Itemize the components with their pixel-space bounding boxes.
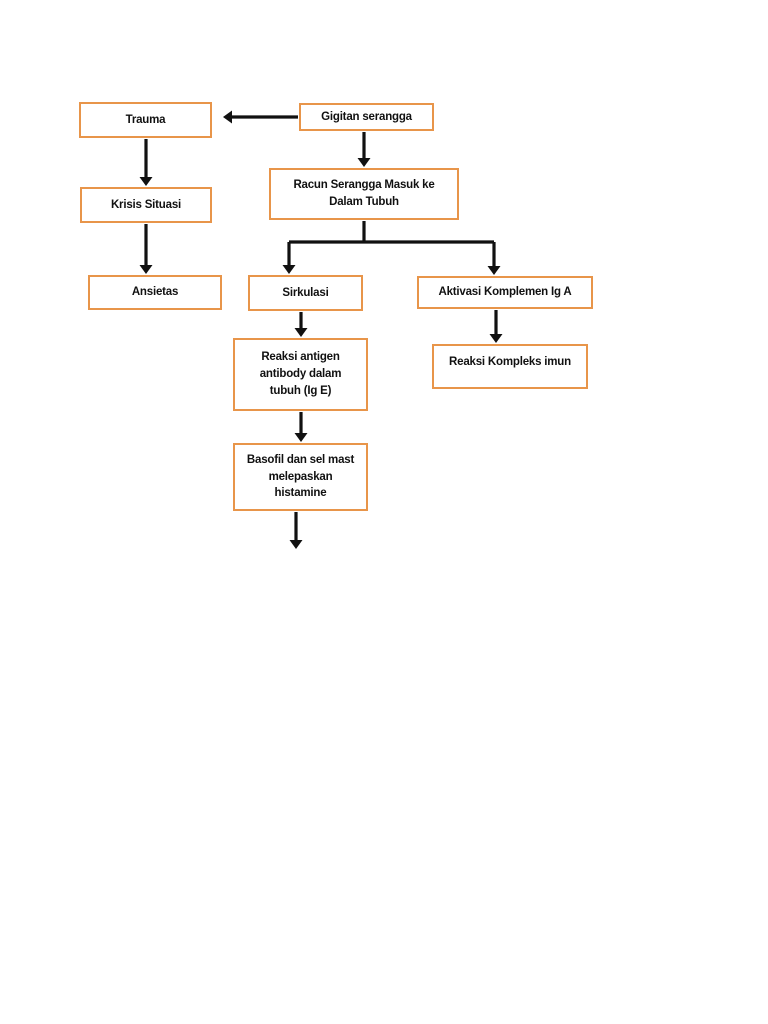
node-aktivasi-komplemen[interactable]: Aktivasi Komplemen Ig A (417, 276, 593, 309)
node-label-sirkulasi: Sirkulasi (282, 286, 329, 299)
connector-krisis-to-ansietas (134, 212, 158, 286)
connector-split-to-aktivasi (482, 230, 506, 287)
connector-gigitan-to-racun (352, 120, 376, 179)
connector-split-to-sirkulasi (277, 230, 301, 286)
connector-basofil-to-next (284, 500, 308, 561)
node-label-racun-serangga: Racun Serangga Masuk ke Dalam Tubuh (293, 179, 435, 208)
node-ansietas[interactable]: Ansietas (88, 275, 222, 310)
connector-reaksi-antigen-to-basofil (289, 400, 313, 454)
node-label-aktivasi-komplemen: Aktivasi Komplemen Ig A (438, 286, 572, 299)
node-label-reaksi-antigen: Reaksi antigen antibody dalam tubuh (Ig … (259, 351, 342, 397)
node-basofil[interactable]: Basofil dan sel mast melepaskan histamin… (233, 443, 368, 511)
connector-trauma-to-krisis (134, 127, 158, 198)
node-label-basofil: Basofil dan sel mast melepaskan histamin… (246, 453, 355, 500)
node-label-trauma: Trauma (125, 113, 166, 126)
node-trauma[interactable]: Trauma (79, 102, 212, 138)
node-label-reaksi-kompleks-imun: Reaksi Kompleks imun (449, 356, 571, 368)
connector-racun-split-bar (277, 230, 506, 254)
node-label-ansietas: Ansietas (131, 286, 179, 299)
connector-sirkulasi-to-reaksi-antigen (289, 300, 313, 349)
node-racun-serangga[interactable]: Racun Serangga Masuk ke Dalam Tubuh (269, 168, 459, 220)
node-krisis-situasi[interactable]: Krisis Situasi (80, 187, 212, 223)
node-reaksi-antigen[interactable]: Reaksi antigen antibody dalam tubuh (Ig … (233, 338, 368, 411)
node-label-krisis-situasi: Krisis Situasi (110, 198, 182, 211)
connector-aktivasi-to-kompleks-imun (484, 298, 508, 355)
connector-gigitan-to-trauma (211, 105, 310, 129)
node-gigitan-serangga[interactable]: Gigitan serangga (299, 103, 434, 131)
node-label-gigitan-serangga: Gigitan serangga (321, 110, 412, 123)
connector-racun-split-stem (352, 209, 376, 254)
node-sirkulasi[interactable]: Sirkulasi (248, 275, 363, 311)
node-reaksi-kompleks-imun[interactable]: Reaksi Kompleks imun (432, 344, 588, 389)
